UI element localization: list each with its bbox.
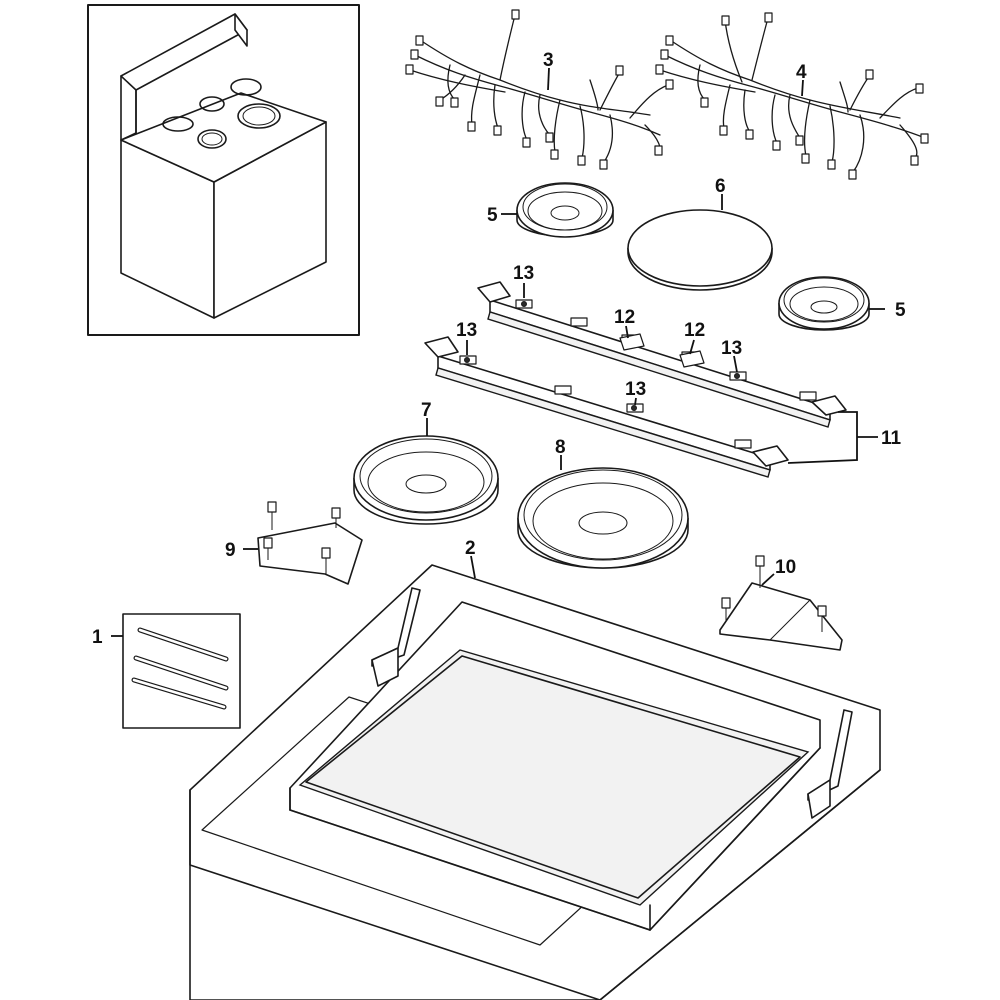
element-clip: 12 12 bbox=[614, 307, 705, 368]
burner-element-medium: 7 bbox=[353, 400, 499, 525]
callout-12-b: 12 bbox=[684, 320, 705, 341]
callout-7: 7 bbox=[421, 400, 432, 421]
mounting-bracket-left: 9 bbox=[225, 501, 363, 585]
burner-element-warmer: 6 bbox=[627, 176, 773, 291]
range-overview-inset bbox=[87, 4, 360, 336]
harness-clip-kit: 1 bbox=[92, 613, 241, 729]
callout-6: 6 bbox=[715, 176, 726, 197]
callout-1: 1 bbox=[92, 627, 103, 648]
callout-4: 4 bbox=[796, 62, 807, 83]
callout-3: 3 bbox=[543, 50, 554, 71]
mounting-bracket-right: 10 bbox=[719, 555, 843, 651]
callout-13-c: 13 bbox=[721, 338, 742, 359]
wire-harness-right: 4 bbox=[655, 12, 929, 180]
callout-2: 2 bbox=[465, 538, 476, 559]
callout-10: 10 bbox=[775, 557, 796, 578]
cooktop-glass: 2 bbox=[189, 538, 881, 1000]
callout-13-a: 13 bbox=[513, 263, 534, 284]
callout-8: 8 bbox=[555, 437, 566, 458]
callout-13-b: 13 bbox=[456, 320, 477, 341]
callout-5-right: 5 bbox=[895, 300, 906, 321]
callout-13-d: 13 bbox=[625, 379, 646, 400]
callout-11: 11 bbox=[881, 428, 902, 449]
burner-element-large: 8 bbox=[517, 437, 689, 569]
callout-5-upper: 5 bbox=[487, 205, 498, 226]
burner-element-small-right: 5 bbox=[778, 276, 906, 331]
support-rail-pair: 11 bbox=[424, 281, 902, 478]
callout-9: 9 bbox=[225, 540, 236, 561]
wire-harness-left: 3 bbox=[405, 9, 674, 170]
burner-element-small-upper: 5 bbox=[487, 182, 614, 238]
callout-12-a: 12 bbox=[614, 307, 635, 328]
rail-screw: 13 13 13 13 bbox=[456, 263, 742, 406]
